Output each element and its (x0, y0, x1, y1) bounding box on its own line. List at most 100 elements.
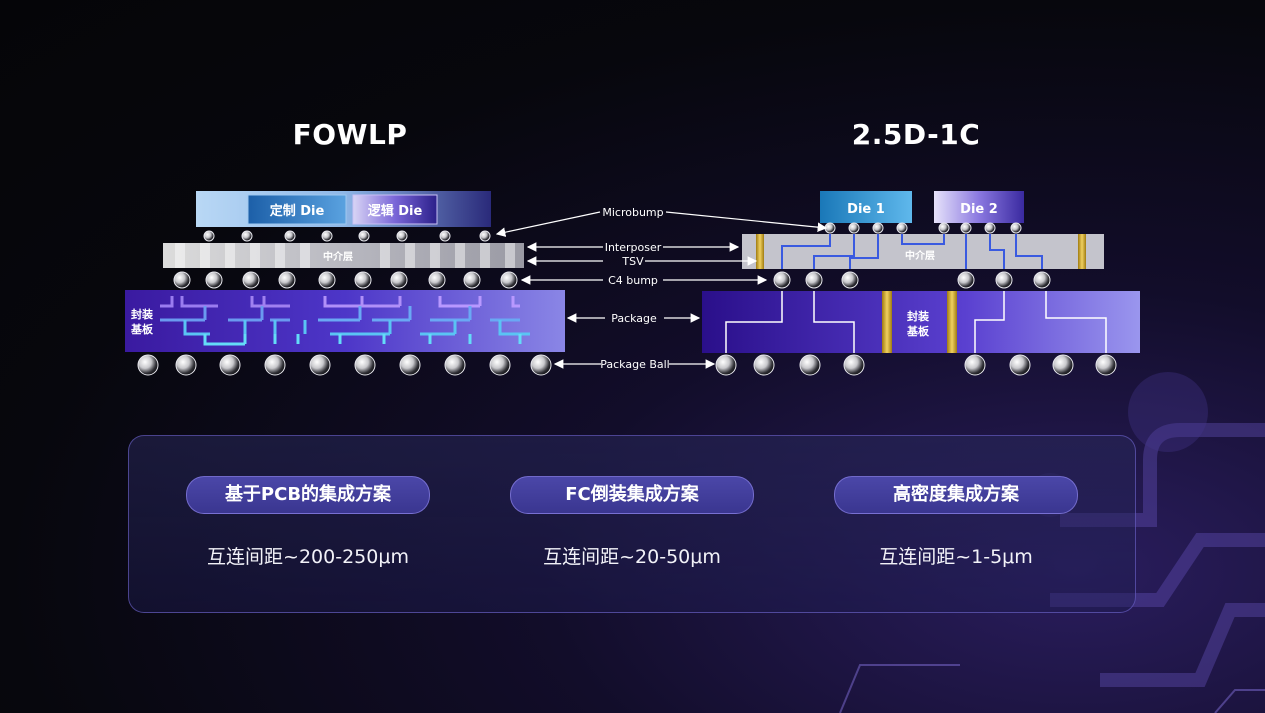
label-package: Package (611, 312, 657, 325)
pcb-integration-pill: 基于PCB的集成方案 (186, 476, 430, 514)
substrate-right-label-1: 封装 (907, 309, 929, 323)
substrate-left-label-1: 封装 (131, 307, 153, 321)
pcb-spacing-text: 互连间距~200-250μm (207, 546, 409, 568)
fowlp-diagram: 定制 Die 逻辑 Die 中介层 封装 基板 (125, 191, 565, 376)
2-5d-title: 2.5D-1C (851, 118, 981, 151)
die-2-label: Die 2 (960, 202, 998, 217)
interposer-right-label: 中介层 (905, 249, 935, 262)
label-package-ball: Package Ball (600, 358, 670, 371)
substrate-routing-right (725, 291, 1107, 353)
c4-bump (354, 271, 372, 289)
label-microbump: Microbump (602, 206, 663, 219)
c4-bump (278, 271, 296, 289)
microbump (960, 222, 972, 234)
high-density-spacing-text: 互连间距~1-5μm (879, 546, 1033, 568)
callout-lines (495, 211, 828, 369)
c4-bumps-right (773, 271, 1051, 289)
interposer-stripe (250, 243, 260, 268)
package-ball (843, 354, 865, 376)
c4-bump (428, 271, 446, 289)
c4-bump (500, 271, 518, 289)
c4-bump (957, 271, 975, 289)
c4-bump (805, 271, 823, 289)
package-ball (1052, 354, 1074, 376)
c4-bump (463, 271, 481, 289)
interposer-stripe (480, 243, 490, 268)
microbump (848, 222, 860, 234)
microbump (896, 222, 908, 234)
c4-bump (205, 271, 223, 289)
custom-die-label: 定制 Die (269, 203, 325, 219)
microbump (439, 230, 451, 242)
fowlp-title: FOWLP (292, 118, 408, 151)
custom-die (247, 194, 347, 225)
c4-bump (841, 271, 859, 289)
interposer-left-label: 中介层 (323, 250, 353, 263)
interposer-stripe (200, 243, 210, 268)
c4-bump (390, 271, 408, 289)
high-density-integration-pill: 高密度集成方案 (834, 476, 1078, 514)
c4-bump (318, 271, 336, 289)
label-tsv: TSV (621, 255, 644, 268)
substrate-left-label-2: 基板 (130, 322, 154, 336)
c4-bump (242, 271, 260, 289)
interposer-routing-right (781, 234, 1043, 269)
interposer-stripe (225, 243, 235, 268)
interposer-left (163, 243, 524, 268)
info-column-fc: FC倒装集成方案 互连间距~20-50μm (510, 476, 754, 569)
microbump (358, 230, 370, 242)
microbump (984, 222, 996, 234)
microbump (1010, 222, 1022, 234)
label-c4-bump: C4 bump (608, 274, 658, 287)
package-ball (964, 354, 986, 376)
package-ball (219, 354, 241, 376)
package-ball (354, 354, 376, 376)
c4-bump (773, 271, 791, 289)
package-ball (444, 354, 466, 376)
fc-spacing-text: 互连间距~20-50μm (543, 546, 721, 568)
package-ball (309, 354, 331, 376)
interposer-stripe (275, 243, 285, 268)
microbump (938, 222, 950, 234)
microbump (479, 230, 491, 242)
package-ball (399, 354, 421, 376)
interposer-stripe (300, 243, 310, 268)
package-ball (137, 354, 159, 376)
microbump (872, 222, 884, 234)
interposer-stripes (175, 243, 515, 268)
microbumps-right (824, 222, 1022, 234)
die-1 (820, 191, 912, 223)
label-interposer: Interposer (605, 241, 662, 254)
substrate-routing-left (160, 296, 530, 346)
packaging-diagram: 定制 Die 逻辑 Die 中介层 封装 基板 Die 1 Die 2 (125, 191, 1140, 376)
package-balls-left (137, 354, 552, 376)
microbump (321, 230, 333, 242)
microbump (284, 230, 296, 242)
package-ball (715, 354, 737, 376)
package-ball (753, 354, 775, 376)
interposer-stripe (455, 243, 465, 268)
substrate-right-label-2: 基板 (906, 324, 930, 338)
fc-integration-pill: FC倒装集成方案 (510, 476, 754, 514)
microbump (241, 230, 253, 242)
tsv-left (756, 234, 764, 269)
c4-bump (173, 271, 191, 289)
package-ball (175, 354, 197, 376)
interposer-stripe (380, 243, 390, 268)
interposer-stripe (175, 243, 185, 268)
microbump (824, 222, 836, 234)
package-ball (1095, 354, 1117, 376)
die-1-label: Die 1 (847, 202, 885, 217)
tsv-right (1078, 234, 1086, 269)
callout-labels: Microbump Interposer TSV C4 bump Package… (600, 206, 670, 371)
substrate-tsv-2 (947, 291, 957, 353)
interposer-stripe (505, 243, 515, 268)
package-ball (489, 354, 511, 376)
logic-die (352, 194, 438, 225)
microbumps-left (203, 230, 491, 242)
interposer-stripe (430, 243, 440, 268)
info-column-pcb: 基于PCB的集成方案 互连间距~200-250μm (186, 476, 430, 569)
substrate-tsv-1 (882, 291, 892, 353)
interposer-right (742, 234, 1104, 269)
integration-info-panel: 基于PCB的集成方案 互连间距~200-250μm FC倒装集成方案 互连间距~… (128, 435, 1136, 613)
